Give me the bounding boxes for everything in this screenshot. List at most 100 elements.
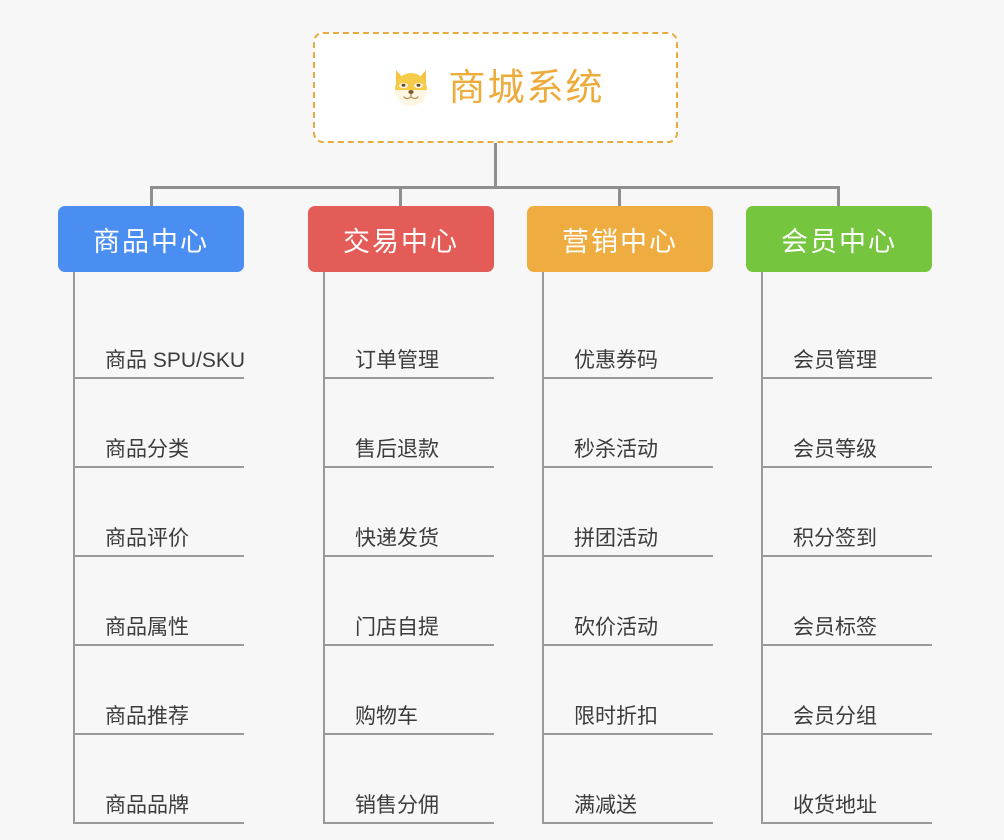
leaf-label: 商品品牌: [105, 793, 189, 817]
list-item[interactable]: 售后退款: [323, 379, 494, 468]
leaf-label: 会员管理: [793, 348, 877, 372]
leaf-label: 收货地址: [793, 793, 877, 817]
branch-column-product: 商品中心 商品 SPU/SKU 商品分类 商品评价 商品属性 商品推荐: [58, 206, 246, 824]
list-item[interactable]: 积分签到: [761, 468, 932, 557]
leaf-underline: [323, 377, 494, 379]
leaf-underline: [73, 822, 244, 824]
connector-drop-2: [399, 186, 402, 206]
list-item[interactable]: 会员分组: [761, 646, 932, 735]
leaf-underline: [323, 466, 494, 468]
list-item[interactable]: 秒杀活动: [542, 379, 713, 468]
branch-spine: [542, 272, 544, 824]
leaf-underline: [542, 822, 713, 824]
branch-spine: [73, 272, 75, 824]
branch-header-marketing[interactable]: 营销中心: [527, 206, 713, 272]
list-item[interactable]: 满减送: [542, 735, 713, 824]
leaf-label: 会员分组: [793, 704, 877, 728]
leaf-underline: [761, 555, 932, 557]
leaf-underline: [323, 733, 494, 735]
leaf-label: 门店自提: [355, 615, 439, 639]
list-item[interactable]: 门店自提: [323, 557, 494, 646]
list-item[interactable]: 订单管理: [323, 290, 494, 379]
leaf-underline: [761, 822, 932, 824]
list-item[interactable]: 商品分类: [73, 379, 244, 468]
leaf-underline: [761, 466, 932, 468]
leaf-underline: [761, 733, 932, 735]
leaf-underline: [542, 733, 713, 735]
leaf-label: 商品评价: [105, 526, 189, 550]
leaf-label: 商品属性: [105, 615, 189, 639]
connector-drop-4: [837, 186, 840, 206]
branch-header-label: 会员中心: [781, 226, 897, 257]
branch-column-marketing: 营销中心 优惠券码 秒杀活动 拼团活动 砍价活动 限时折扣: [527, 206, 713, 824]
leaf-label: 会员标签: [793, 615, 877, 639]
root-node[interactable]: 商城系统: [313, 32, 678, 143]
list-item[interactable]: 优惠券码: [542, 290, 713, 379]
leaf-underline: [761, 644, 932, 646]
leaf-label: 满减送: [574, 793, 637, 817]
leaf-underline: [323, 644, 494, 646]
list-item[interactable]: 砍价活动: [542, 557, 713, 646]
list-item[interactable]: 会员标签: [761, 557, 932, 646]
leaf-underline: [542, 644, 713, 646]
leaf-underline: [542, 377, 713, 379]
branch-header-product[interactable]: 商品中心: [58, 206, 244, 272]
leaf-underline: [73, 555, 244, 557]
leaf-underline: [73, 466, 244, 468]
connector-horizontal-bar: [150, 186, 840, 189]
branch-spine: [761, 272, 763, 824]
leaf-label: 优惠券码: [574, 348, 658, 372]
list-item[interactable]: 商品评价: [73, 468, 244, 557]
branch-header-label: 商品中心: [93, 226, 209, 257]
list-item[interactable]: 收货地址: [761, 735, 932, 824]
branch-column-member: 会员中心 会员管理 会员等级 积分签到 会员标签 会员分组: [746, 206, 932, 824]
leaf-label: 拼团活动: [574, 526, 658, 550]
list-item[interactable]: 商品属性: [73, 557, 244, 646]
list-item[interactable]: 购物车: [323, 646, 494, 735]
leaf-label: 商品 SPU/SKU: [105, 348, 246, 372]
connector-drop-3: [618, 186, 621, 206]
leaf-underline: [73, 377, 244, 379]
list-item[interactable]: 商品推荐: [73, 646, 244, 735]
leaf-label: 积分签到: [793, 526, 877, 550]
branch-header-label: 交易中心: [343, 226, 459, 257]
leaf-label: 购物车: [355, 704, 418, 728]
leaf-underline: [73, 644, 244, 646]
leaf-label: 订单管理: [355, 348, 439, 372]
leaf-label: 快递发货: [355, 526, 439, 550]
connector-root-stem: [494, 143, 497, 189]
leaf-label: 售后退款: [355, 437, 439, 461]
root-title: 商城系统: [448, 67, 605, 108]
list-item[interactable]: 商品品牌: [73, 735, 244, 824]
leaf-underline: [323, 822, 494, 824]
list-item[interactable]: 销售分佣: [323, 735, 494, 824]
leaf-label: 砍价活动: [574, 615, 658, 639]
branch-header-trade[interactable]: 交易中心: [308, 206, 494, 272]
leaf-label: 销售分佣: [355, 793, 439, 817]
list-item[interactable]: 快递发货: [323, 468, 494, 557]
leaf-label: 秒杀活动: [574, 437, 658, 461]
leaf-underline: [542, 466, 713, 468]
branch-items-member: 会员管理 会员等级 积分签到 会员标签 会员分组 收货地址: [746, 272, 932, 824]
branch-items-trade: 订单管理 售后退款 快递发货 门店自提 购物车 销售分佣: [308, 272, 494, 824]
leaf-underline: [761, 377, 932, 379]
branch-header-member[interactable]: 会员中心: [746, 206, 932, 272]
leaf-label: 会员等级: [793, 437, 877, 461]
connector-drop-1: [150, 186, 153, 206]
list-item[interactable]: 商品 SPU/SKU: [73, 290, 246, 379]
branch-header-label: 营销中心: [562, 226, 678, 257]
branch-items-marketing: 优惠券码 秒杀活动 拼团活动 砍价活动 限时折扣 满减送: [527, 272, 713, 824]
leaf-label: 限时折扣: [574, 704, 658, 728]
leaf-underline: [542, 555, 713, 557]
list-item[interactable]: 会员管理: [761, 290, 932, 379]
leaf-label: 商品分类: [105, 437, 189, 461]
branch-column-trade: 交易中心 订单管理 售后退款 快递发货 门店自提 购物车: [308, 206, 494, 824]
leaf-label: 商品推荐: [105, 704, 189, 728]
list-item[interactable]: 限时折扣: [542, 646, 713, 735]
shiba-dog-face-icon: [387, 64, 435, 112]
branch-spine: [323, 272, 325, 824]
leaf-underline: [73, 733, 244, 735]
list-item[interactable]: 拼团活动: [542, 468, 713, 557]
list-item[interactable]: 会员等级: [761, 379, 932, 468]
